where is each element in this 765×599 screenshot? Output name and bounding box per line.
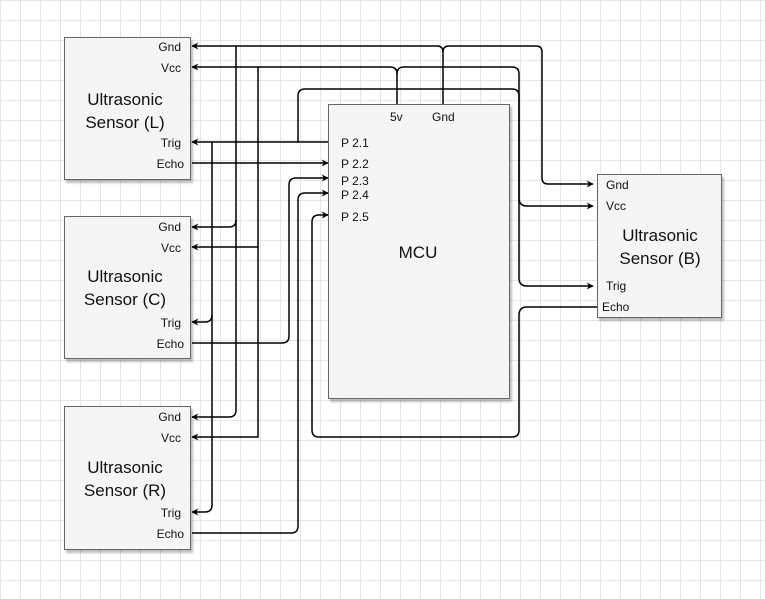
sensor-left-pin-trig: Trig [160,136,181,150]
mcu-box[interactable]: 5v Gnd P 2.1 P 2.2 P 2.3 P 2.4 P 2.5 MCU [328,104,510,399]
sensor-right-pin-trig: Trig [160,506,181,520]
sensor-center-title: Ultrasonic Sensor (C) [65,265,185,311]
sensor-right-pin-echo: Echo [156,527,184,541]
wire-vcc-bus-to-sensor-c [191,67,259,251]
sensor-back-pin-vcc: Vcc [606,199,627,213]
wire-gnd-bus-to-sensor-r [191,220,237,421]
sensor-left-pin-gnd: Gnd [158,40,181,54]
sensor-back-pin-trig: Trig [606,279,627,293]
wire-echo-sensor-c-to-p23 [192,174,329,344]
sensor-back-box[interactable]: Gnd Vcc Ultrasonic Sensor (B) Trig Echo [597,174,722,318]
sensor-back-title: Ultrasonic Sensor (B) [598,224,722,270]
wire-gnd-bus-to-sensor-c [191,46,237,231]
wire-gnd-mcu-to-sensor-l [191,42,444,110]
sensor-right-box[interactable]: Ultrasonic Sensor (R) Gnd Vcc Trig Echo [64,406,191,550]
sensor-back-title-line1: Ultrasonic [622,226,698,245]
sensor-back-title-line2: Sensor (B) [619,249,701,268]
mcu-pin-p25: P 2.5 [341,210,369,224]
wire-vcc-bus-to-sensor-r [191,247,259,441]
wire-gnd-mcu-to-sensor-b [442,45,594,188]
sensor-back-pin-gnd: Gnd [606,178,629,192]
wire-echo-sensor-r-to-p24 [192,189,329,534]
wire-vcc-mcu-to-sensor-b [396,66,594,210]
sensor-center-pin-echo: Echo [156,337,184,351]
mcu-pin-p23: P 2.3 [341,174,369,188]
sensor-left-box[interactable]: Ultrasonic Sensor (L) Gnd Vcc Trig Echo [64,37,191,180]
sensor-center-pin-vcc: Vcc [160,241,181,255]
mcu-pin-p21: P 2.1 [341,136,369,150]
sensor-right-title-line1: Ultrasonic [87,458,163,477]
mcu-pin-5v: 5v [390,110,403,124]
mcu-pin-gnd: Gnd [432,110,455,124]
sensor-left-title-line2: Sensor (L) [85,113,165,132]
wire-echo-sensor-b-to-p25 [311,211,597,438]
wire-trig-bus-to-sensor-r [191,315,213,516]
sensor-center-title-line2: Sensor (C) [83,290,167,309]
sensor-left-title-line1: Ultrasonic [87,90,163,109]
sensor-right-title-line2: Sensor (R) [83,481,167,500]
sensor-back-pin-echo: Echo [602,300,630,314]
mcu-pin-p24: P 2.4 [341,188,369,202]
sensor-left-pin-echo: Echo [156,157,184,171]
sensor-center-pin-gnd: Gnd [158,220,181,234]
sensor-right-title: Ultrasonic Sensor (R) [65,456,185,502]
sensor-right-pin-gnd: Gnd [158,410,181,424]
sensor-center-title-line1: Ultrasonic [87,267,163,286]
mcu-title: MCU [398,243,438,262]
wire-trig-bus-to-sensor-c [191,142,213,326]
sensor-left-title: Ultrasonic Sensor (L) [65,88,185,134]
sensor-center-pin-trig: Trig [160,316,181,330]
mcu-pin-p22: P 2.2 [341,157,369,171]
sensor-left-pin-vcc: Vcc [160,61,181,75]
sensor-center-box[interactable]: Ultrasonic Sensor (C) Gnd Vcc Trig Echo [64,216,191,359]
sensor-right-pin-vcc: Vcc [160,431,181,445]
wire-trig-p21-to-sensor-b [297,88,594,290]
